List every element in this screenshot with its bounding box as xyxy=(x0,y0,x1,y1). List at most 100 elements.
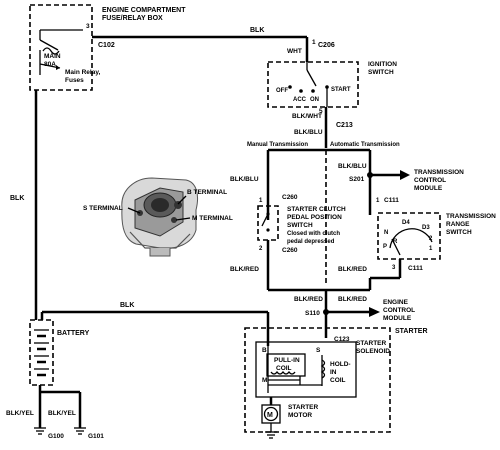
clutch-title-1: STARTER CLUTCH xyxy=(287,206,346,213)
battery-outline xyxy=(29,319,54,386)
motor-title-1: STARTER xyxy=(288,404,319,411)
wire-label-wht: WHT xyxy=(287,48,302,55)
wire-label-blk-red-ecm: BLK/RED xyxy=(338,296,367,303)
starter-solenoid: STARTER SOLENOID B S M PULL-IN COIL HOLD… xyxy=(255,340,390,398)
transmission-range-switch: TRANSMISSION RANGE SWITCH N P D4 D3 2 1 … xyxy=(377,212,496,260)
ignition-connector-top: C206 xyxy=(318,42,335,49)
fuse-relay-box: ENGINE COMPARTMENT FUSE/RELAY BOX MAIN 8… xyxy=(29,4,186,91)
label-b-terminal: B TERMINAL xyxy=(187,189,227,196)
range-connector-bottom: C111 xyxy=(408,265,423,272)
range-pin-bottom: 3 xyxy=(392,265,396,271)
ignition-pin-top: 1 xyxy=(312,39,316,46)
label-m-terminal: M TERMINAL xyxy=(192,215,233,222)
pull-in-coil-winding xyxy=(270,370,296,375)
main-fuse-icon xyxy=(42,47,60,55)
clutch-title-2: PEDAL POSITION xyxy=(287,214,342,221)
gear-d4: D4 xyxy=(402,220,410,226)
ground-icon xyxy=(34,427,46,435)
wire-label-blk-left: BLK xyxy=(10,195,24,202)
starter-motor: M STARTER MOTOR xyxy=(261,404,319,424)
clutch-title-3: SWITCH xyxy=(287,222,313,229)
ignition-pin-bottom: 5 xyxy=(319,108,323,115)
gear-p: P xyxy=(383,244,387,250)
arrow-icon xyxy=(56,65,60,70)
range-title-3: SWITCH xyxy=(446,229,472,236)
label-manual-transmission: Manual Transmission xyxy=(247,142,308,148)
ignition-switch: IGNITION SWITCH OFF ACC ON START 5 xyxy=(267,61,397,115)
motor-symbol: M xyxy=(267,412,273,419)
wire-label-blk-blu-main: BLK/BLU xyxy=(294,129,323,136)
terminal-s: S xyxy=(316,347,321,354)
gear-d3: D3 xyxy=(422,225,430,231)
fuse-box-pin: 3 xyxy=(86,23,90,30)
clutch-connector-bottom: C260 xyxy=(282,247,298,254)
ecm-title-1: ENGINE xyxy=(383,299,409,306)
starter-outline xyxy=(244,327,391,433)
label-s-terminal: S TERMINAL xyxy=(83,205,123,212)
switch-label-off: OFF xyxy=(276,88,288,94)
b-terminal-stud xyxy=(174,201,182,209)
tcm-title-1: TRANSMISSION xyxy=(414,169,464,176)
ecm-title-2: CONTROL xyxy=(383,307,415,314)
range-pin-top: 1 xyxy=(376,198,380,204)
wire-label-blk-yel-left: BLK/YEL xyxy=(6,410,34,417)
gear-n: N xyxy=(384,230,388,236)
arrow-right-icon xyxy=(369,307,380,317)
wire-label-blk-blu-auto: BLK/BLU xyxy=(338,163,367,170)
pullin-label-2: COIL xyxy=(276,365,292,372)
holdin-label-3: COIL xyxy=(330,377,346,384)
clutch-connector-top: C260 xyxy=(282,194,298,201)
pull-in-coil-box xyxy=(266,353,306,377)
ignition-title-2: SWITCH xyxy=(368,69,394,76)
ground-icon xyxy=(265,431,277,439)
wire-label-blk-red-manual: BLK/RED xyxy=(230,266,259,273)
terminal-m: M xyxy=(262,377,267,384)
ground-icon xyxy=(74,427,86,435)
starter-title: STARTER xyxy=(395,328,428,335)
pullin-label-1: PULL-IN xyxy=(274,357,300,364)
switch-point-off xyxy=(288,85,292,89)
clutch-note-1: Closed with clutch xyxy=(287,231,340,237)
relay-label-1: Main Relay, xyxy=(65,69,100,76)
ignition-contact-arm xyxy=(306,69,317,87)
wire-label-blk-wht: BLK/WHT xyxy=(292,113,322,120)
range-connector-top: C111 xyxy=(384,197,399,204)
starter-illustration xyxy=(121,177,199,257)
range-title-2: RANGE xyxy=(446,221,470,228)
switch-label-on: ON xyxy=(310,97,319,103)
motor-title-2: MOTOR xyxy=(288,412,312,419)
wire-label-blk-top: BLK xyxy=(250,27,264,34)
fuse-box-connector: C102 xyxy=(98,42,115,49)
battery-label: BATTERY xyxy=(57,330,90,337)
switch-point-acc xyxy=(299,89,303,93)
clutch-pedal-position-switch: STARTER CLUTCH PEDAL POSITION SWITCH Clo… xyxy=(257,205,346,245)
ignition-switch-outline xyxy=(267,61,359,108)
gear-r: R xyxy=(393,239,398,245)
range-title-1: TRANSMISSION xyxy=(446,213,496,220)
splice-label-s110: S110 xyxy=(305,310,320,317)
relay-label-2: Fuses xyxy=(65,77,84,84)
ignition-title-1: IGNITION xyxy=(368,61,397,68)
fuse-box-title-line2: FUSE/RELAY BOX xyxy=(102,15,163,22)
holdin-label-1: HOLD- xyxy=(330,361,351,368)
wire-label-blk-red-auto: BLK/RED xyxy=(338,266,367,273)
label-automatic-transmission: Automatic Transmission xyxy=(330,142,400,148)
holdin-label-2: IN xyxy=(330,369,337,376)
clutch-note-2: pedal depressed xyxy=(287,239,335,245)
terminal-b: B xyxy=(262,347,267,354)
tcm-title-2: CONTROL xyxy=(414,177,446,184)
range-contact-arm xyxy=(391,238,401,256)
ground-label-g101: G101 xyxy=(88,433,104,440)
arrow-right-icon xyxy=(400,170,410,180)
wire-label-blk-blu-manual: BLK/BLU xyxy=(230,176,259,183)
ecm-title-3: MODULE xyxy=(383,315,412,322)
hold-in-coil-winding xyxy=(320,359,326,379)
switch-point-on xyxy=(311,89,315,93)
tcm-title-3: MODULE xyxy=(414,185,443,192)
ground-label-g100: G100 xyxy=(48,433,64,440)
solenoid-title-2: SOLENOID xyxy=(356,348,390,355)
clutch-contact-arm xyxy=(261,213,269,227)
clutch-pin-bottom: 2 xyxy=(259,246,263,252)
motor-icon xyxy=(263,406,279,422)
